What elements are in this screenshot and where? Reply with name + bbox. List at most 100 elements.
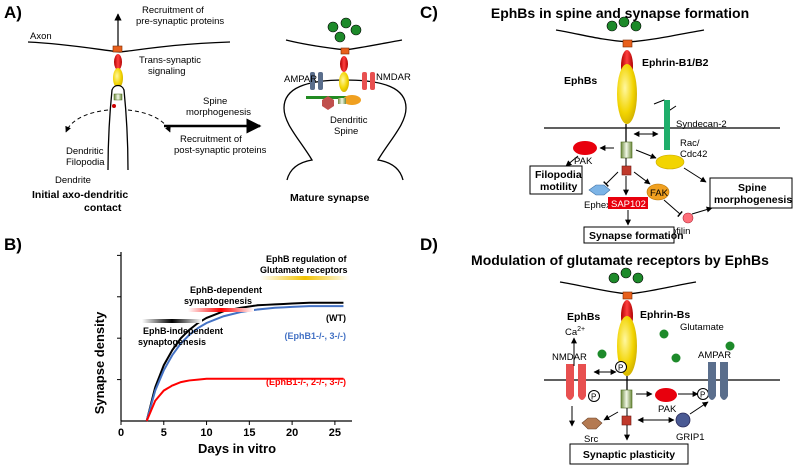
ampar-label: AMPAR xyxy=(284,74,317,85)
c-synapse-formation-label: Synapse formation xyxy=(589,230,684,242)
c-spine-morpho-box xyxy=(709,177,793,209)
x-tick-label-5: 25 xyxy=(329,427,341,439)
c-ephexin-label: Ephexin5 xyxy=(584,200,624,211)
nmdar-icon xyxy=(362,72,375,90)
filopodia-motility-line1: Filopodia xyxy=(535,169,582,181)
filopodia-motility-line2: motility xyxy=(540,181,577,193)
d-grip1-icon xyxy=(675,412,691,428)
motility-arrow-left xyxy=(65,109,109,133)
c-sap102-label: SAP102 xyxy=(611,199,646,210)
c-kinase-domain-icon xyxy=(620,141,633,159)
c-ephexin-inhibit xyxy=(603,171,619,187)
dendritic-spine-line2: Spine xyxy=(334,126,358,137)
ephrin-icon xyxy=(114,54,122,70)
c-vesicles xyxy=(606,16,642,32)
kinase-hexagon-icon xyxy=(322,96,334,110)
c-rac-icon xyxy=(655,154,685,170)
syndecan-icon xyxy=(664,100,670,150)
c-fak-label: FAK xyxy=(650,188,669,199)
c-sap102-icon xyxy=(608,197,648,209)
d-ephbs-label: EphBs xyxy=(567,311,600,323)
series-label-2: (EphB1-/-, 2-/-, 3-/-) xyxy=(266,377,346,387)
presynaptic-ephrin-icon xyxy=(112,45,123,53)
d-glutamate-molecules xyxy=(597,329,735,363)
c-ephbs-label: EphBs xyxy=(564,75,597,87)
psd-scaffold-icon xyxy=(306,96,356,99)
mature-synapse-label: Mature synapse xyxy=(290,192,370,204)
chart-axes xyxy=(117,252,352,425)
independent-synaptogenesis-bar xyxy=(142,319,202,323)
recruitment-pre-line2: pre-synaptic proteins xyxy=(136,16,224,27)
d-sam-domain-icon xyxy=(621,415,632,426)
x-tick-label-1: 5 xyxy=(161,427,167,439)
d-p-ampar-label: P xyxy=(700,391,705,400)
d-ampar-icon xyxy=(708,362,728,400)
c-spine-morpho-line1: Spine xyxy=(738,182,767,194)
c-fak-arrow xyxy=(633,171,651,185)
panel-c-title: EphBs in spine and synapse formation xyxy=(491,5,749,21)
d-ephrin-anchor-icon xyxy=(622,291,633,300)
recruitment-pre-line1: Recruitment of xyxy=(142,5,204,16)
annot-dependent-line2: synaptogenesis xyxy=(184,296,252,306)
x-tick-label-0: 0 xyxy=(118,427,124,439)
c-pak-icon xyxy=(573,141,597,155)
panel-d-title: Modulation of glutamate receptors by Eph… xyxy=(471,252,769,268)
panel-c: C) EphBs in spine and synapse formation … xyxy=(420,3,793,244)
panel-d: D) Modulation of glutamate receptors by … xyxy=(420,235,780,465)
d-synaptic-plasticity-box xyxy=(569,443,689,465)
series-label-1: (EphB1-/-, 3-/-) xyxy=(285,331,347,341)
c-rac-line2: Cdc42 xyxy=(680,149,707,160)
dendritic-filopodia-line2: Filopodia xyxy=(66,157,105,168)
c-synapse-formation-box xyxy=(583,226,675,244)
series-line-0 xyxy=(145,301,344,422)
x-tick-label-2: 10 xyxy=(200,427,212,439)
annot-glutamate-line2: Glutamate receptors xyxy=(260,265,348,275)
ampar-icon xyxy=(310,72,323,90)
d-src-icon xyxy=(581,417,603,430)
dendritic-filopodia-line1: Dendritic xyxy=(66,146,104,157)
initial-contact-line1: Initial axo-dendritic xyxy=(32,189,128,201)
c-cofilin-label: Cofilin xyxy=(664,226,690,237)
d-pak-label: PAK xyxy=(658,404,677,415)
c-spine-morpho-line2: morphogenesis xyxy=(714,194,792,206)
motility-arrow-right xyxy=(127,109,171,133)
panel-d-letter: D) xyxy=(420,235,438,254)
series-line-2 xyxy=(145,377,344,422)
series-line-1 xyxy=(145,305,344,422)
c-rac-arrow xyxy=(635,149,657,159)
axon-label: Axon xyxy=(30,31,52,42)
y-axis-label: Synapse density xyxy=(92,311,107,414)
c-ephrin-anchor-icon xyxy=(622,39,633,48)
initial-contact-line2: contact xyxy=(84,202,122,214)
dendrite-label: Dendrite xyxy=(55,175,91,186)
d-ampar-label: AMPAR xyxy=(698,350,731,361)
x-tick-label-3: 15 xyxy=(243,427,255,439)
trans-synaptic-line1: Trans-synaptic xyxy=(139,55,201,66)
panel-a: A) Axon Recruitment of pre-synaptic prot… xyxy=(4,3,411,214)
c-fak-icon xyxy=(646,183,670,201)
c-ephb-icon xyxy=(617,64,637,124)
scaffold-protein-icon xyxy=(343,95,361,105)
d-p-ephb-icon xyxy=(615,361,627,373)
dependent-synaptogenesis-bar xyxy=(188,308,254,312)
c-cofilin-icon xyxy=(682,212,694,224)
annot-glutamate-line1: EphB regulation of xyxy=(266,254,347,264)
c-rac-to-spine-arrow xyxy=(683,167,707,183)
d-nmdar-label: NMDAR xyxy=(552,352,587,363)
mature-ephb-icon xyxy=(339,72,349,92)
d-grip1-label: GRIP1 xyxy=(676,432,705,443)
x-axis-label: Days in vitro xyxy=(198,441,276,456)
spine-morpho-line1: Spine xyxy=(203,96,227,107)
glutamate-regulation-bar xyxy=(260,276,350,280)
axon-membrane xyxy=(27,41,231,53)
recruitment-post-line1: Recruitment of xyxy=(180,134,242,145)
annot-independent-line1: EphB-independent xyxy=(143,326,223,336)
recruitment-post-line2: post-synaptic proteins xyxy=(174,145,267,156)
d-glutamate-label: Glutamate xyxy=(680,322,724,333)
annot-independent-line2: synaptogenesis xyxy=(138,337,206,347)
c-sam-domain-icon xyxy=(621,165,632,176)
d-src-arrow xyxy=(603,411,619,421)
c-cofilin-arrow xyxy=(691,206,713,215)
c-ephrin-label: Ephrin-B1/B2 xyxy=(642,57,709,69)
